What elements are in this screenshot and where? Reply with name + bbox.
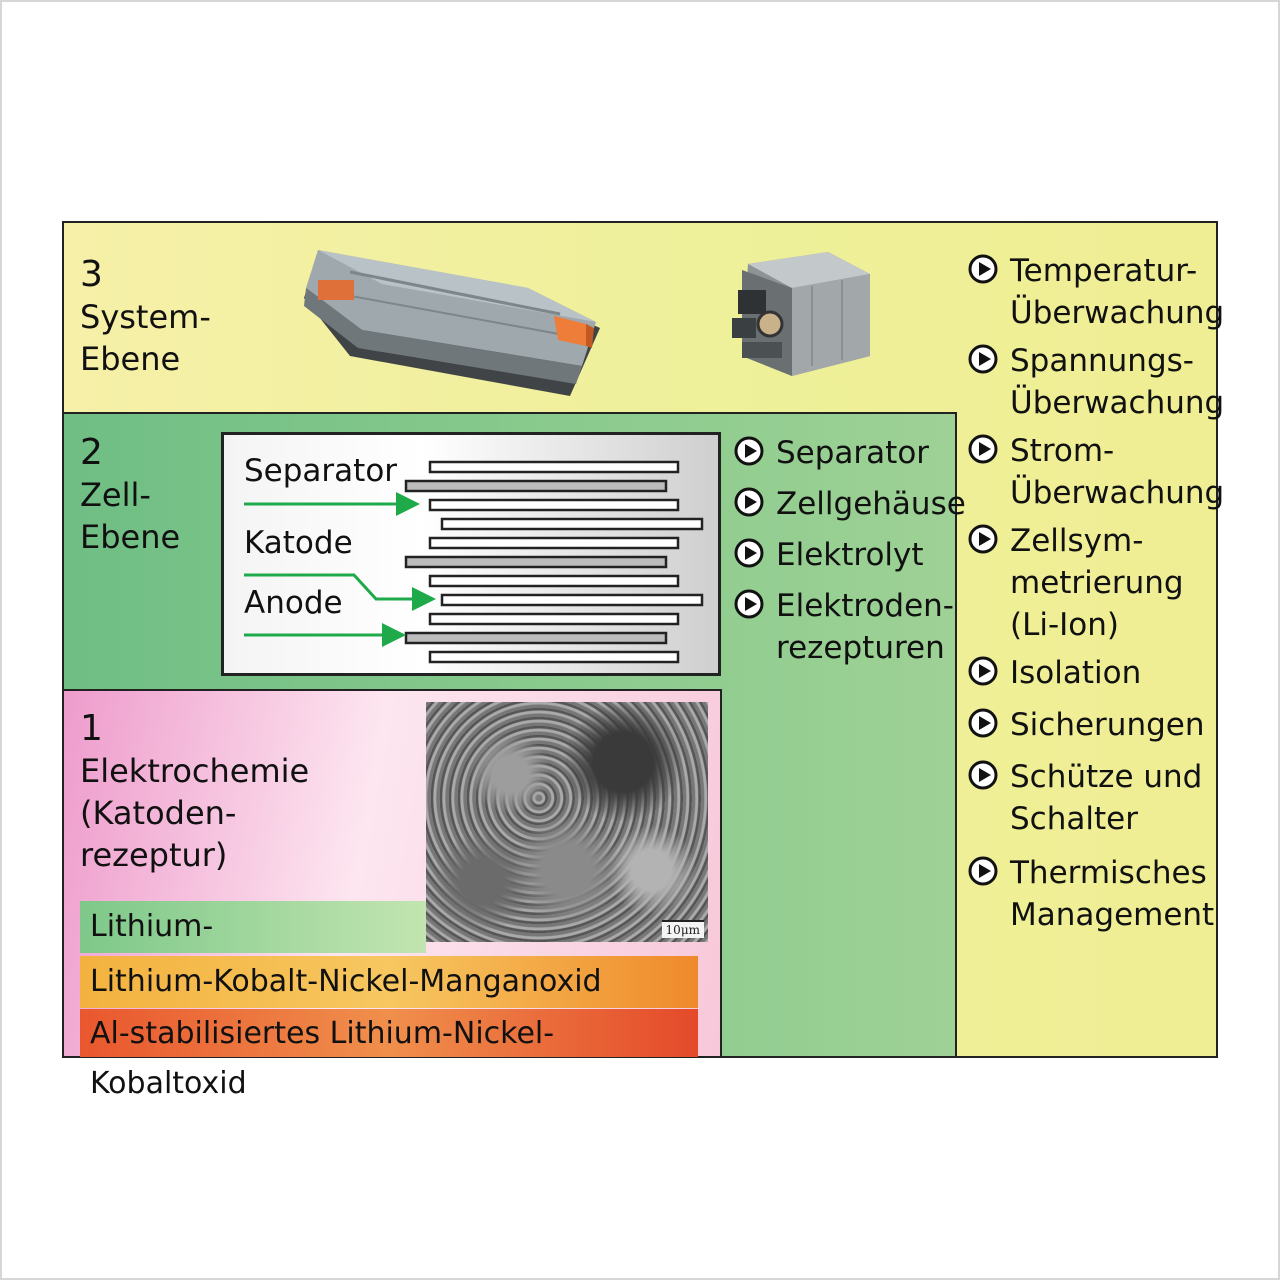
list-item-label: Separator (776, 435, 930, 471)
electrochemistry-level-label: 1 Elektrochemie (Katoden- rezeptur) (80, 708, 309, 876)
level-number: 3 (80, 254, 103, 295)
anode-layer (440, 517, 704, 531)
separator-label: Separator (244, 453, 398, 489)
play-circle-icon (968, 254, 998, 284)
list-item-label: Elektrolyt (776, 537, 924, 573)
play-circle-icon (968, 856, 998, 886)
list-item-label: Strom- (1010, 433, 1115, 469)
play-circle-icon (734, 589, 764, 619)
level-title-line2: (Katoden- (80, 794, 237, 832)
play-circle-icon (968, 656, 998, 686)
chemistry-band-nca: Al-stabilisiertes Lithium-Nickel-Kobalto… (80, 1009, 698, 1101)
list-item: Elektroden- rezepturen (734, 585, 954, 669)
list-item-label: Zellgehäuse (776, 486, 966, 522)
cathode-layer (404, 631, 668, 645)
level-number: 1 (80, 708, 103, 749)
list-item: Schütze und Schalter (968, 756, 1212, 840)
level-number: 2 (80, 432, 103, 473)
level-title-line1: System- (80, 298, 211, 336)
katode-arrowhead (412, 587, 436, 611)
list-item-label: Zellsym- (1010, 523, 1144, 559)
play-circle-icon (968, 760, 998, 790)
cell-level-label: 2 Zell- Ebene (80, 432, 180, 558)
anode-layer (440, 593, 704, 607)
list-item-label: Isolation (1010, 655, 1142, 691)
cathode-layer (404, 555, 668, 569)
separator-layer (428, 460, 680, 474)
list-item-label: Überwachung (1010, 385, 1225, 421)
list-item-label: (Li-Ion) (1010, 607, 1120, 643)
anode-label: Anode (244, 585, 343, 621)
list-item-label: rezepturen (776, 630, 945, 666)
play-circle-icon (734, 538, 764, 568)
sem-micrograph-image: 10μm (426, 702, 708, 942)
list-item: Thermisches Management (968, 852, 1215, 936)
list-item-label: Thermisches (1010, 855, 1207, 891)
chemistry-band-ncm: Lithium-Kobalt-Nickel-Manganoxid (80, 956, 698, 1008)
separator-layer (428, 650, 680, 664)
list-item: Strom- Überwachung (968, 430, 1225, 514)
separator-layer (428, 574, 680, 588)
play-circle-icon (734, 487, 764, 517)
list-item: Elektrolyt (734, 534, 954, 576)
system-level-label: 3 System- Ebene (80, 254, 211, 380)
list-item: Isolation (968, 652, 1212, 694)
list-item-label: Spannungs- (1010, 343, 1194, 379)
play-circle-icon (968, 344, 998, 374)
list-item-label: Sicherungen (1010, 707, 1205, 743)
play-circle-icon (734, 436, 764, 466)
electrode-layers (244, 460, 704, 664)
scale-bar-label: 10μm (661, 920, 704, 938)
chemistry-band-lfp: Lithium-Eisenphosphat (80, 901, 426, 996)
list-item: Zellsym- metrierung (Li-Ion) (968, 520, 1212, 646)
list-item-label: Schalter (1010, 801, 1138, 837)
list-item-label: metrierung (1010, 565, 1184, 601)
katode-arrow-line (244, 573, 414, 601)
list-item: Spannungs- Überwachung (968, 340, 1225, 424)
level-title-line1: Zell- (80, 476, 151, 514)
katode-label: Katode (244, 525, 353, 561)
separator-layer (428, 536, 680, 550)
separator-arrowhead (396, 492, 420, 516)
list-item-label: Überwachung (1010, 295, 1225, 331)
system-level-list: Temperatur- Überwachung Spannungs- Überw… (968, 250, 1225, 936)
list-item-label: Management (1010, 897, 1215, 933)
play-circle-icon (968, 524, 998, 554)
electrode-stack-diagram: Separator Katode Anode (221, 432, 721, 676)
list-item: Zellgehäuse (734, 483, 966, 525)
play-circle-icon (968, 708, 998, 738)
list-item-label: Temperatur- (1010, 253, 1198, 289)
control-unit-image (732, 252, 870, 376)
list-item-label: Überwachung (1010, 475, 1225, 511)
separator-layer (428, 612, 680, 626)
anode-arrowhead (382, 623, 406, 647)
list-item: Sicherungen (968, 704, 1212, 746)
level-title-line2: Ebene (80, 518, 181, 556)
list-item-label: Elektroden- (776, 588, 954, 624)
battery-pack-image (304, 250, 600, 396)
list-item: Separator (734, 432, 954, 474)
level-title-line1: Elektrochemie (80, 752, 310, 790)
cathode-layer (404, 479, 668, 493)
level-title-line3: rezeptur) (80, 836, 228, 874)
separator-layer (428, 498, 680, 512)
list-item: Temperatur- Überwachung (968, 250, 1225, 334)
list-item-label: Schütze und (1010, 759, 1203, 795)
cell-level-list: Separator Zellgehäuse Elektrolyt Elektro… (734, 432, 966, 669)
play-circle-icon (968, 434, 998, 464)
level-title-line2: Ebene (80, 340, 181, 378)
